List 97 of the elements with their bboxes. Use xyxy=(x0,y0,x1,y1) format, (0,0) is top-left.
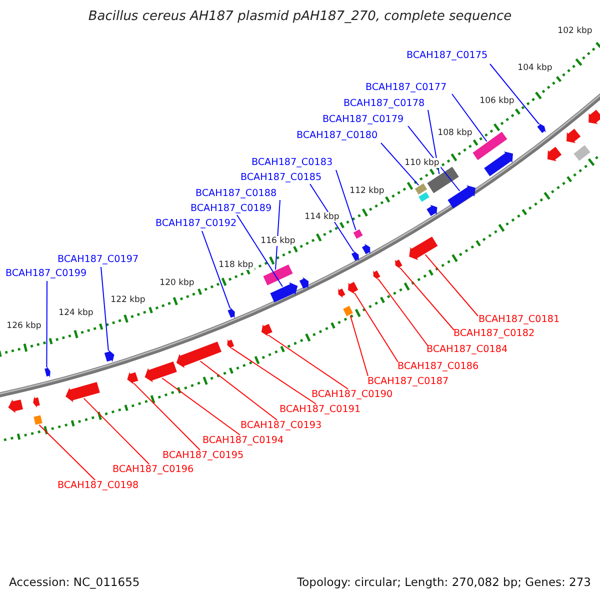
leader-line xyxy=(424,254,478,316)
gene-label: BCAH187_C0183 xyxy=(251,157,333,169)
scale-label: 120 kbp xyxy=(158,278,196,288)
gene-label: BCAH187_C0191 xyxy=(279,404,361,416)
gene-label: BCAH187_C0198 xyxy=(57,480,139,492)
gene-symbol xyxy=(566,128,581,144)
gene-label: BCAH187_C0195 xyxy=(162,450,244,462)
gene-symbol xyxy=(8,399,23,413)
gene-symbol xyxy=(448,185,476,208)
scale-label: 106 kbp xyxy=(478,96,516,106)
footer-text: Topology: circular; Length: 270,082 bp; Genes: 273 xyxy=(297,575,591,589)
scale-label: 110 kbp xyxy=(404,158,440,168)
gene-symbol xyxy=(373,270,380,280)
scale-label: 104 kbp xyxy=(516,63,554,73)
leader-line xyxy=(336,170,356,231)
gene-block xyxy=(343,306,353,316)
gene-label: BCAH187_C0186 xyxy=(397,361,479,373)
map-title: Bacillus cereus AH187 plasmid pAH187_270, complete sequence xyxy=(88,9,512,24)
gene-label: BCAH187_C0177 xyxy=(365,82,447,94)
gene-symbol xyxy=(44,366,50,378)
scale-label: 126 kbp xyxy=(6,321,42,331)
gene-symbol xyxy=(484,152,513,176)
gene-label: BCAH187_C0185 xyxy=(240,172,322,184)
gene-symbol xyxy=(426,204,438,216)
leader-line xyxy=(38,424,96,480)
gene-symbol xyxy=(66,382,100,402)
scale-label: 124 kbp xyxy=(58,308,94,318)
leader-line xyxy=(83,398,150,464)
gene-label: BCAH187_C0193 xyxy=(240,420,322,432)
gene-label: BCAH187_C0182 xyxy=(453,328,535,340)
gene-block xyxy=(418,192,430,202)
gene-symbol xyxy=(395,259,402,269)
gene-symbol xyxy=(348,282,358,294)
leader-line xyxy=(231,348,316,404)
gene-symbol xyxy=(588,110,600,124)
gene-block xyxy=(263,264,293,286)
gene-label: BCAH187_C0192 xyxy=(155,218,237,230)
scale-label: 118 kbp xyxy=(218,260,254,270)
gene-block xyxy=(427,166,459,194)
leader-line xyxy=(378,278,428,346)
gene-label: BCAH187_C0189 xyxy=(190,203,272,215)
leader-line xyxy=(46,280,48,368)
gene-label: BCAH187_C0194 xyxy=(202,435,284,447)
gene-symbol xyxy=(33,396,40,408)
leader-line xyxy=(200,360,278,420)
leader-line xyxy=(162,378,240,436)
leader-line xyxy=(490,64,540,124)
gene-block xyxy=(574,145,590,161)
gene-symbol xyxy=(227,339,234,350)
leader-line xyxy=(400,267,454,330)
gene-label: BCAH187_C0197 xyxy=(57,254,139,266)
gene-symbol xyxy=(270,282,298,302)
gene-block xyxy=(472,132,508,160)
leader-line xyxy=(133,382,200,450)
gene-symbol xyxy=(537,123,546,133)
gene-label: BCAH187_C0190 xyxy=(311,389,393,401)
scale-label: 108 kbp xyxy=(436,128,474,138)
gene-symbol xyxy=(228,307,235,318)
scale-label: 116 kbp xyxy=(260,236,296,246)
leader-line xyxy=(380,142,420,186)
gene-symbol xyxy=(144,362,177,382)
gene-symbol xyxy=(104,350,114,362)
gene-label: BCAH187_C0178 xyxy=(343,98,425,110)
leader-line xyxy=(452,94,488,142)
scale-label: 102 kbp xyxy=(556,26,594,36)
gene-label: BCAH187_C0187 xyxy=(367,376,449,388)
leader-line xyxy=(100,266,109,352)
scale-label: 114 kbp xyxy=(304,212,340,222)
gene-label: BCAH187_C0184 xyxy=(426,344,508,356)
gene-block xyxy=(34,415,42,425)
leader-line xyxy=(202,230,231,309)
gene-symbol xyxy=(261,324,272,336)
gene-label: BCAH187_C0196 xyxy=(112,464,194,476)
gene-symbol xyxy=(176,342,222,368)
gene-symbol xyxy=(362,244,370,254)
leader-line xyxy=(350,315,368,376)
gene-block xyxy=(353,229,363,239)
gene-label: BCAH187_C0188 xyxy=(195,188,277,200)
gene-label: BCAH187_C0181 xyxy=(478,314,560,326)
leader-line xyxy=(354,292,398,362)
leader-line xyxy=(275,200,280,270)
leader-line xyxy=(236,214,283,288)
gene-label: BCAH187_C0179 xyxy=(322,114,404,126)
gene-symbol xyxy=(127,372,138,384)
gene-symbol xyxy=(338,288,346,298)
gene-symbol xyxy=(299,277,309,289)
gene-symbol xyxy=(547,146,562,162)
footer-text: Accession: NC_011655 xyxy=(9,575,140,589)
gene-block xyxy=(414,183,428,195)
gene-label: BCAH187_C0175 xyxy=(406,50,488,62)
gene-symbol xyxy=(409,236,438,260)
gene-label: BCAH187_C0180 xyxy=(296,130,378,142)
gene-label: BCAH187_C0199 xyxy=(5,268,87,280)
gene-symbol xyxy=(352,250,360,262)
scale-label: 112 kbp xyxy=(348,186,386,196)
leader-line xyxy=(268,334,348,390)
scale-label: 122 kbp xyxy=(110,295,146,305)
